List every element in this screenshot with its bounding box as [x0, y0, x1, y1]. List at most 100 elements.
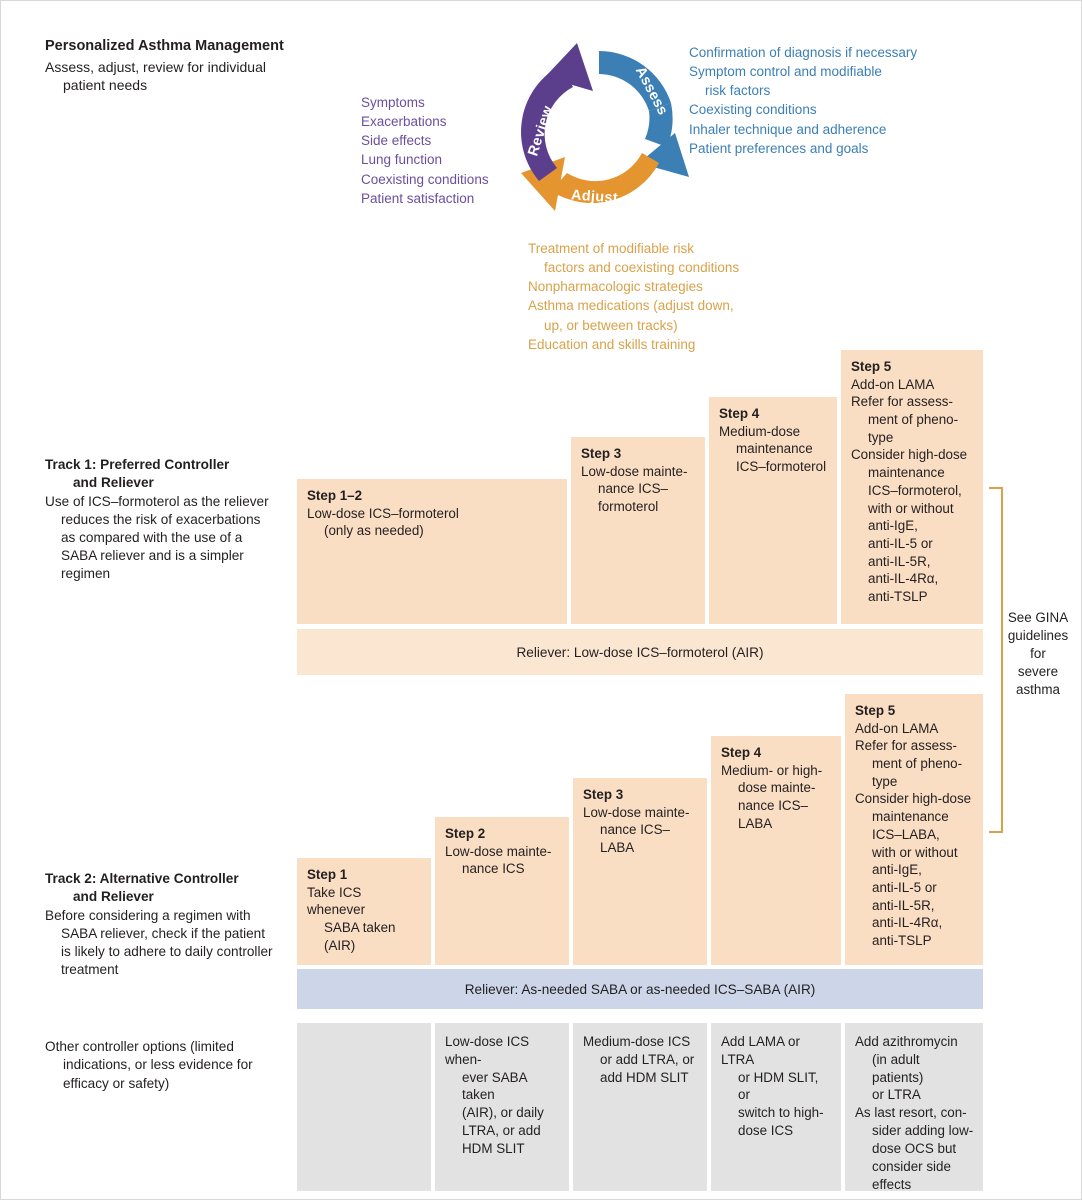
track2-step-5-text-line-3: ment of pheno- [872, 756, 963, 772]
track-1-heading-line-1: Track 1: Preferred Controller [45, 457, 230, 472]
severe-asthma-bracket [989, 487, 1003, 833]
track1-step-4-title: Step 5 [851, 359, 892, 374]
track1-step-2-text-line-2: nance ICS– [598, 481, 668, 497]
other-controller-options-line-2: indications, or less evidence for [63, 1057, 253, 1073]
other-option-cell-5-text-line-1: Add azithromycin [855, 1034, 958, 1049]
review-arc [521, 43, 593, 181]
track1-step-4-text-line-13: anti-TSLP [868, 588, 928, 604]
track2-step-3-text-line-2: nance ICS–LABA [600, 822, 670, 856]
other-option-cell-3[interactable]: Medium-dose ICS or add LTRA, or add HDM SL… [573, 1023, 707, 1191]
track2-reliever-bar: Reliever: As-needed SABA or as-needed IC… [297, 969, 983, 1009]
track1-step-1-text-line-2: (only as needed) [324, 523, 424, 539]
track2-step-5-text-line-5: Consider high-dose [855, 791, 972, 807]
assess-item-3: risk factors [705, 83, 771, 99]
track2-step-5-text-line-1: Add-on LAMA [855, 720, 939, 736]
track-2-description-line-2: SABA reliever, check if the patient [61, 925, 266, 941]
other-option-cell-5[interactable]: Add azithromycin (in adult patients) or LT… [845, 1023, 983, 1192]
track2-step-1-text-line-1: Take ICS whenever [307, 884, 366, 918]
assess-item-5: Inhaler technique and adherence [689, 121, 887, 137]
assess-adjust-review-cycle-diagram: Review Assess Adjust [499, 39, 699, 229]
review-item-4: Lung function [361, 152, 443, 168]
track1-step-1-title: Step 1–2 [307, 488, 363, 503]
track1-step-3-text-line-2: maintenance [736, 441, 813, 457]
other-option-cell-5-text-line-6: dose OCS but [872, 1140, 957, 1156]
track2-step-5-title: Step 5 [855, 703, 896, 718]
other-option-cell-4-text-line-4: dose ICS [738, 1123, 794, 1139]
other-option-cell-2-text-line-2: ever SABA taken [462, 1069, 527, 1103]
track1-step-4-text-line-7: ICS–formoterol, [868, 482, 962, 498]
other-controller-options-line-1: Other controller options (limited [45, 1039, 234, 1054]
adjust-item-5: up, or between tracks) [544, 317, 678, 333]
track2-step-4-text-line-1: Medium- or high- [721, 762, 823, 778]
track1-step-4-text-line-5: Consider high-dose [851, 447, 968, 463]
other-option-cell-2[interactable]: Low-dose ICS when-ever SABA taken(AIR), … [435, 1023, 569, 1191]
track1-step-2-text-line-1: Low-dose mainte- [581, 463, 688, 479]
track1-step-3-text-line-1: Medium-dose [719, 423, 801, 439]
track2-step-5-text-line-10: anti-IL-5 or [872, 879, 937, 895]
review-item-5: Coexisting conditions [361, 171, 489, 187]
track2-step-5-text-line-8: with or without [872, 844, 958, 860]
track-2-heading-line-1: Track 2: Alternative Controller [45, 871, 239, 886]
gina-note-line-2: guidelines [1007, 627, 1069, 643]
track2-step-5-text-line-11: anti-IL-5R, [872, 897, 935, 913]
other-option-cell-4-text-line-2: or HDM SLIT, or [738, 1069, 819, 1103]
track1-step-4-text-line-9: anti-IgE, [868, 518, 918, 534]
track2-step-4-title: Step 4 [721, 745, 762, 760]
review-item-3: Side effects [361, 133, 432, 149]
adjust-item-2: factors and coexisting conditions [544, 260, 740, 276]
track-1-description-line-1: Use of ICS–formoterol as the reliever [45, 493, 269, 509]
track1-step-4-text-line-10: anti-IL-5 or [868, 535, 933, 551]
assess-item-1: Confirmation of diagnosis if necessary [689, 45, 918, 60]
other-controller-options-label: Other controller options (limited indicat… [45, 1038, 310, 1093]
other-option-cell-5-text-line-3: or LTRA [872, 1087, 921, 1103]
other-option-cell-5-text-line-7: consider side [872, 1158, 951, 1174]
track1-step-3-title: Step 4 [719, 406, 760, 421]
adjust-item-6: Education and skills training [528, 336, 696, 352]
other-option-cell-3-text-line-3: add HDM SLIT [600, 1069, 689, 1085]
track2-step-2-title: Step 2 [445, 826, 486, 841]
other-option-cell-3-text-line-1: Medium-dose ICS [583, 1034, 691, 1049]
track-2-description-line-1: Before considering a regimen with [45, 907, 251, 923]
page-subtitle: Assess, adjust, review for individual pa… [45, 58, 345, 94]
gina-note-line-1: See GINA [1007, 610, 1069, 625]
track-2-heading-line-2: and Reliever [73, 888, 154, 904]
track1-step-3-text-line-3: ICS–formoterol [736, 459, 827, 475]
page-title: Personalized Asthma Management [45, 38, 284, 54]
other-option-cell-3-text-line-2: or add LTRA, or [600, 1051, 695, 1067]
other-option-cell-5-text-line-8: effects [872, 1176, 912, 1192]
other-option-cell-4-text-line-3: switch to high- [738, 1105, 824, 1121]
gina-note-line-4: severe [1017, 663, 1059, 679]
page-subtitle-line-1: Assess, adjust, review for individual [45, 59, 266, 75]
track1-step-4-text-line-12: anti-IL-4Rα, [868, 571, 939, 587]
other-option-cell-1[interactable] [297, 1023, 431, 1191]
track2-step-5-text-line-4: type [872, 773, 898, 789]
track-2-description-line-3: is likely to adhere to daily controller [61, 943, 273, 959]
review-item-6: Patient satisfaction [361, 190, 475, 206]
track1-step-1-text-line-1: Low-dose ICS–formoterol [307, 505, 459, 521]
other-option-cell-5-text-line-2: (in adult patients) [872, 1051, 924, 1085]
adjust-item-4: Asthma medications (adjust down, [528, 298, 734, 314]
track1-step-4-text-line-4: type [868, 429, 894, 445]
track2-step-4-text-line-2: dose mainte- [738, 780, 816, 796]
track1-step-4-text-line-8: with or without [868, 500, 954, 516]
track-1-description-line-4: SABA reliever and is a simpler [61, 547, 244, 563]
track-2-heading: Track 2: Alternative Controller and Reli… [45, 870, 310, 906]
track2-step-2-text-line-2: nance ICS [462, 861, 525, 877]
other-option-cell-5-text-line-4: As last resort, con- [855, 1105, 967, 1121]
other-option-cell-2-text-line-5: HDM SLIT [462, 1140, 525, 1156]
track1-step-2-title: Step 3 [581, 446, 622, 461]
assess-item-4: Coexisting conditions [689, 102, 817, 118]
